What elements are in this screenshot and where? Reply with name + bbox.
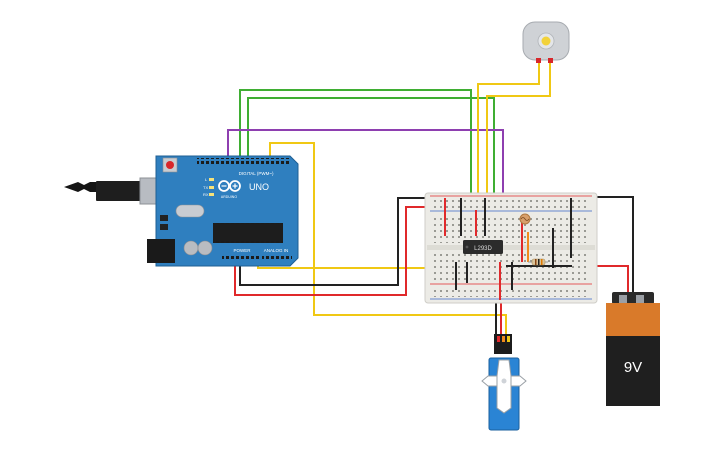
battery-body — [606, 336, 660, 406]
wire-green-1[interactable] — [239, 89, 472, 228]
breadboard-jumpers — [444, 198, 572, 300]
battery-clip — [612, 292, 654, 304]
photoresistor[interactable] — [519, 213, 531, 225]
power-rail-top[interactable] — [433, 199, 589, 209]
power-rail-bottom[interactable] — [433, 287, 589, 297]
servo-horn-vertical[interactable] — [496, 359, 512, 414]
led-tx-label: TX — [203, 185, 208, 190]
wire-red-battery[interactable] — [596, 265, 629, 297]
power-header[interactable] — [222, 254, 260, 260]
digital-header[interactable] — [197, 158, 289, 164]
arduino-uno-board[interactable]: DIGITAL (PWM~) UNO ARDUINO L TX RX POWER — [64, 155, 299, 267]
wire-purple[interactable] — [227, 129, 504, 228]
arduino-logo — [218, 180, 241, 192]
servo-motor[interactable] — [481, 334, 527, 431]
motor-terminal-1[interactable] — [536, 58, 541, 63]
wire-black-gnd[interactable] — [239, 197, 430, 286]
led-tx — [209, 186, 214, 189]
atmega-microcontroller — [213, 223, 283, 243]
dc-motor[interactable] — [522, 21, 570, 63]
wire-yellow-motor-2[interactable] — [486, 62, 551, 228]
header-analog-label: ANALOG IN — [264, 248, 289, 253]
board-brand: ARDUINO — [221, 195, 237, 199]
battery-label-band — [606, 303, 660, 338]
battery-label: 9V — [624, 359, 642, 376]
dc-power-jack[interactable] — [147, 239, 175, 263]
battery-9v[interactable]: 9V — [606, 292, 660, 406]
header-power-label: POWER — [233, 248, 251, 253]
smd-component — [160, 224, 168, 230]
motor-driver-chip[interactable]: L293D — [463, 240, 503, 254]
chip-label: L293D — [474, 246, 492, 252]
capacitor-1 — [183, 240, 199, 256]
battery-terminal-positive[interactable] — [619, 295, 627, 303]
wire-yellow-servo[interactable] — [269, 142, 507, 337]
motor-shaft — [541, 36, 551, 46]
led-rx — [209, 193, 214, 196]
wire-yellow-motor-1[interactable] — [477, 62, 540, 228]
analog-header[interactable] — [262, 254, 292, 260]
led-rx-label: RX — [203, 192, 209, 197]
crystal-oscillator — [175, 204, 205, 218]
battery-terminal-negative[interactable] — [636, 295, 644, 303]
center-channel — [427, 245, 595, 250]
usb-cable-body — [96, 181, 146, 201]
voltage-regulator — [160, 215, 168, 221]
wires — [227, 62, 634, 337]
resistor[interactable] — [528, 258, 548, 266]
capacitor-2 — [197, 240, 213, 256]
breadboard[interactable] — [424, 192, 598, 304]
wire-red-5v[interactable] — [234, 206, 430, 296]
board-model: UNO — [249, 182, 269, 192]
led-l — [209, 178, 214, 181]
wire-black-battery[interactable] — [596, 196, 634, 297]
motor-terminal-2[interactable] — [548, 58, 553, 63]
led-l-label: L — [205, 177, 208, 182]
usb-cable-plug — [64, 182, 98, 192]
terminal-strip-top[interactable] — [433, 215, 589, 243]
header-digital-label: DIGITAL (PWM~) — [239, 171, 274, 176]
